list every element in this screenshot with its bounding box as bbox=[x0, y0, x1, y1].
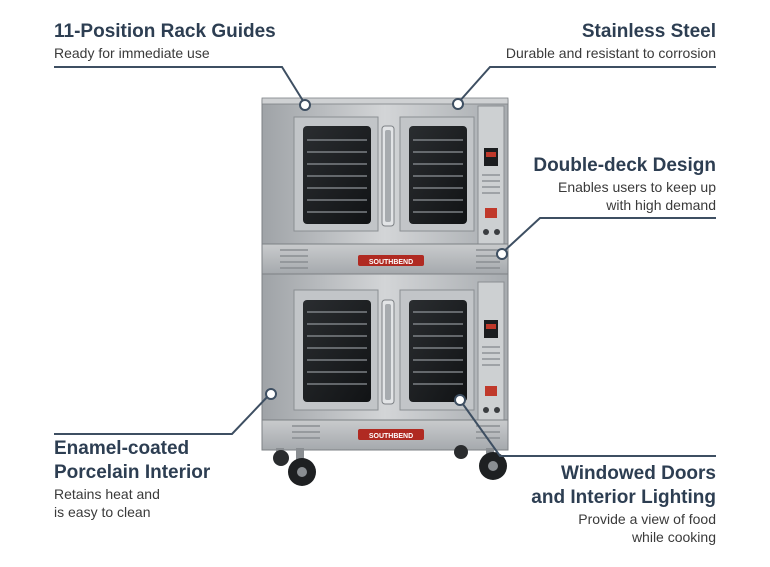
callout-windowed-doors: Windowed Doors and Interior Lighting Pro… bbox=[531, 462, 716, 546]
stainless-subtitle: Durable and resistant to corrosion bbox=[505, 45, 716, 61]
double-deck-title: Double-deck Design bbox=[533, 155, 716, 176]
brand-badge bbox=[358, 255, 424, 266]
rack-guides-title: 11-Position Rack Guides bbox=[54, 21, 276, 42]
lower-left-door-window bbox=[303, 300, 371, 402]
double-deck-subtitle-line-2: with high demand bbox=[606, 197, 716, 213]
enamel-title-line-1: Enamel-coated bbox=[54, 438, 190, 459]
windowed-subtitle-line-2: while cooking bbox=[631, 529, 716, 545]
lower-oven-deck bbox=[261, 273, 509, 451]
callout-rack-guides: 11-Position Rack Guides Ready for immedi… bbox=[54, 20, 276, 62]
stainless-title: Stainless Steel bbox=[581, 21, 716, 42]
windowed-marker bbox=[454, 394, 466, 406]
windowed-subtitle-line-1: Provide a view of food bbox=[578, 511, 716, 527]
enamel-marker bbox=[265, 388, 277, 400]
callout-enamel-interior: Enamel-coated Porcelain Interior Retains… bbox=[54, 437, 210, 521]
brand-badge-lower-label: SOUTHBEND bbox=[369, 433, 413, 440]
callout-double-deck: Double-deck Design Enables users to keep… bbox=[533, 154, 716, 214]
windowed-title-line-2: and Interior Lighting bbox=[531, 487, 716, 508]
enamel-subtitle-line-2: is easy to clean bbox=[54, 504, 151, 520]
brand-badge-lower bbox=[358, 429, 424, 440]
enamel-title-line-2: Porcelain Interior bbox=[54, 462, 211, 483]
double-deck-marker bbox=[496, 248, 508, 260]
callout-stainless-steel: Stainless Steel Durable and resistant to… bbox=[506, 20, 716, 62]
double-deck-subtitle-line-1: Enables users to keep up bbox=[558, 179, 716, 195]
brand-badge-label: SOUTHBEND bbox=[369, 259, 413, 266]
rack-guides-subtitle: Ready for immediate use bbox=[54, 45, 210, 61]
rack-guides-marker bbox=[299, 99, 311, 111]
casters bbox=[273, 445, 507, 486]
windowed-title-line-1: Windowed Doors bbox=[561, 463, 716, 484]
stainless-marker bbox=[452, 98, 464, 110]
enamel-subtitle-line-1: Retains heat and bbox=[54, 486, 160, 502]
upper-oven-deck bbox=[261, 97, 509, 275]
lower-right-door-window bbox=[409, 300, 467, 402]
